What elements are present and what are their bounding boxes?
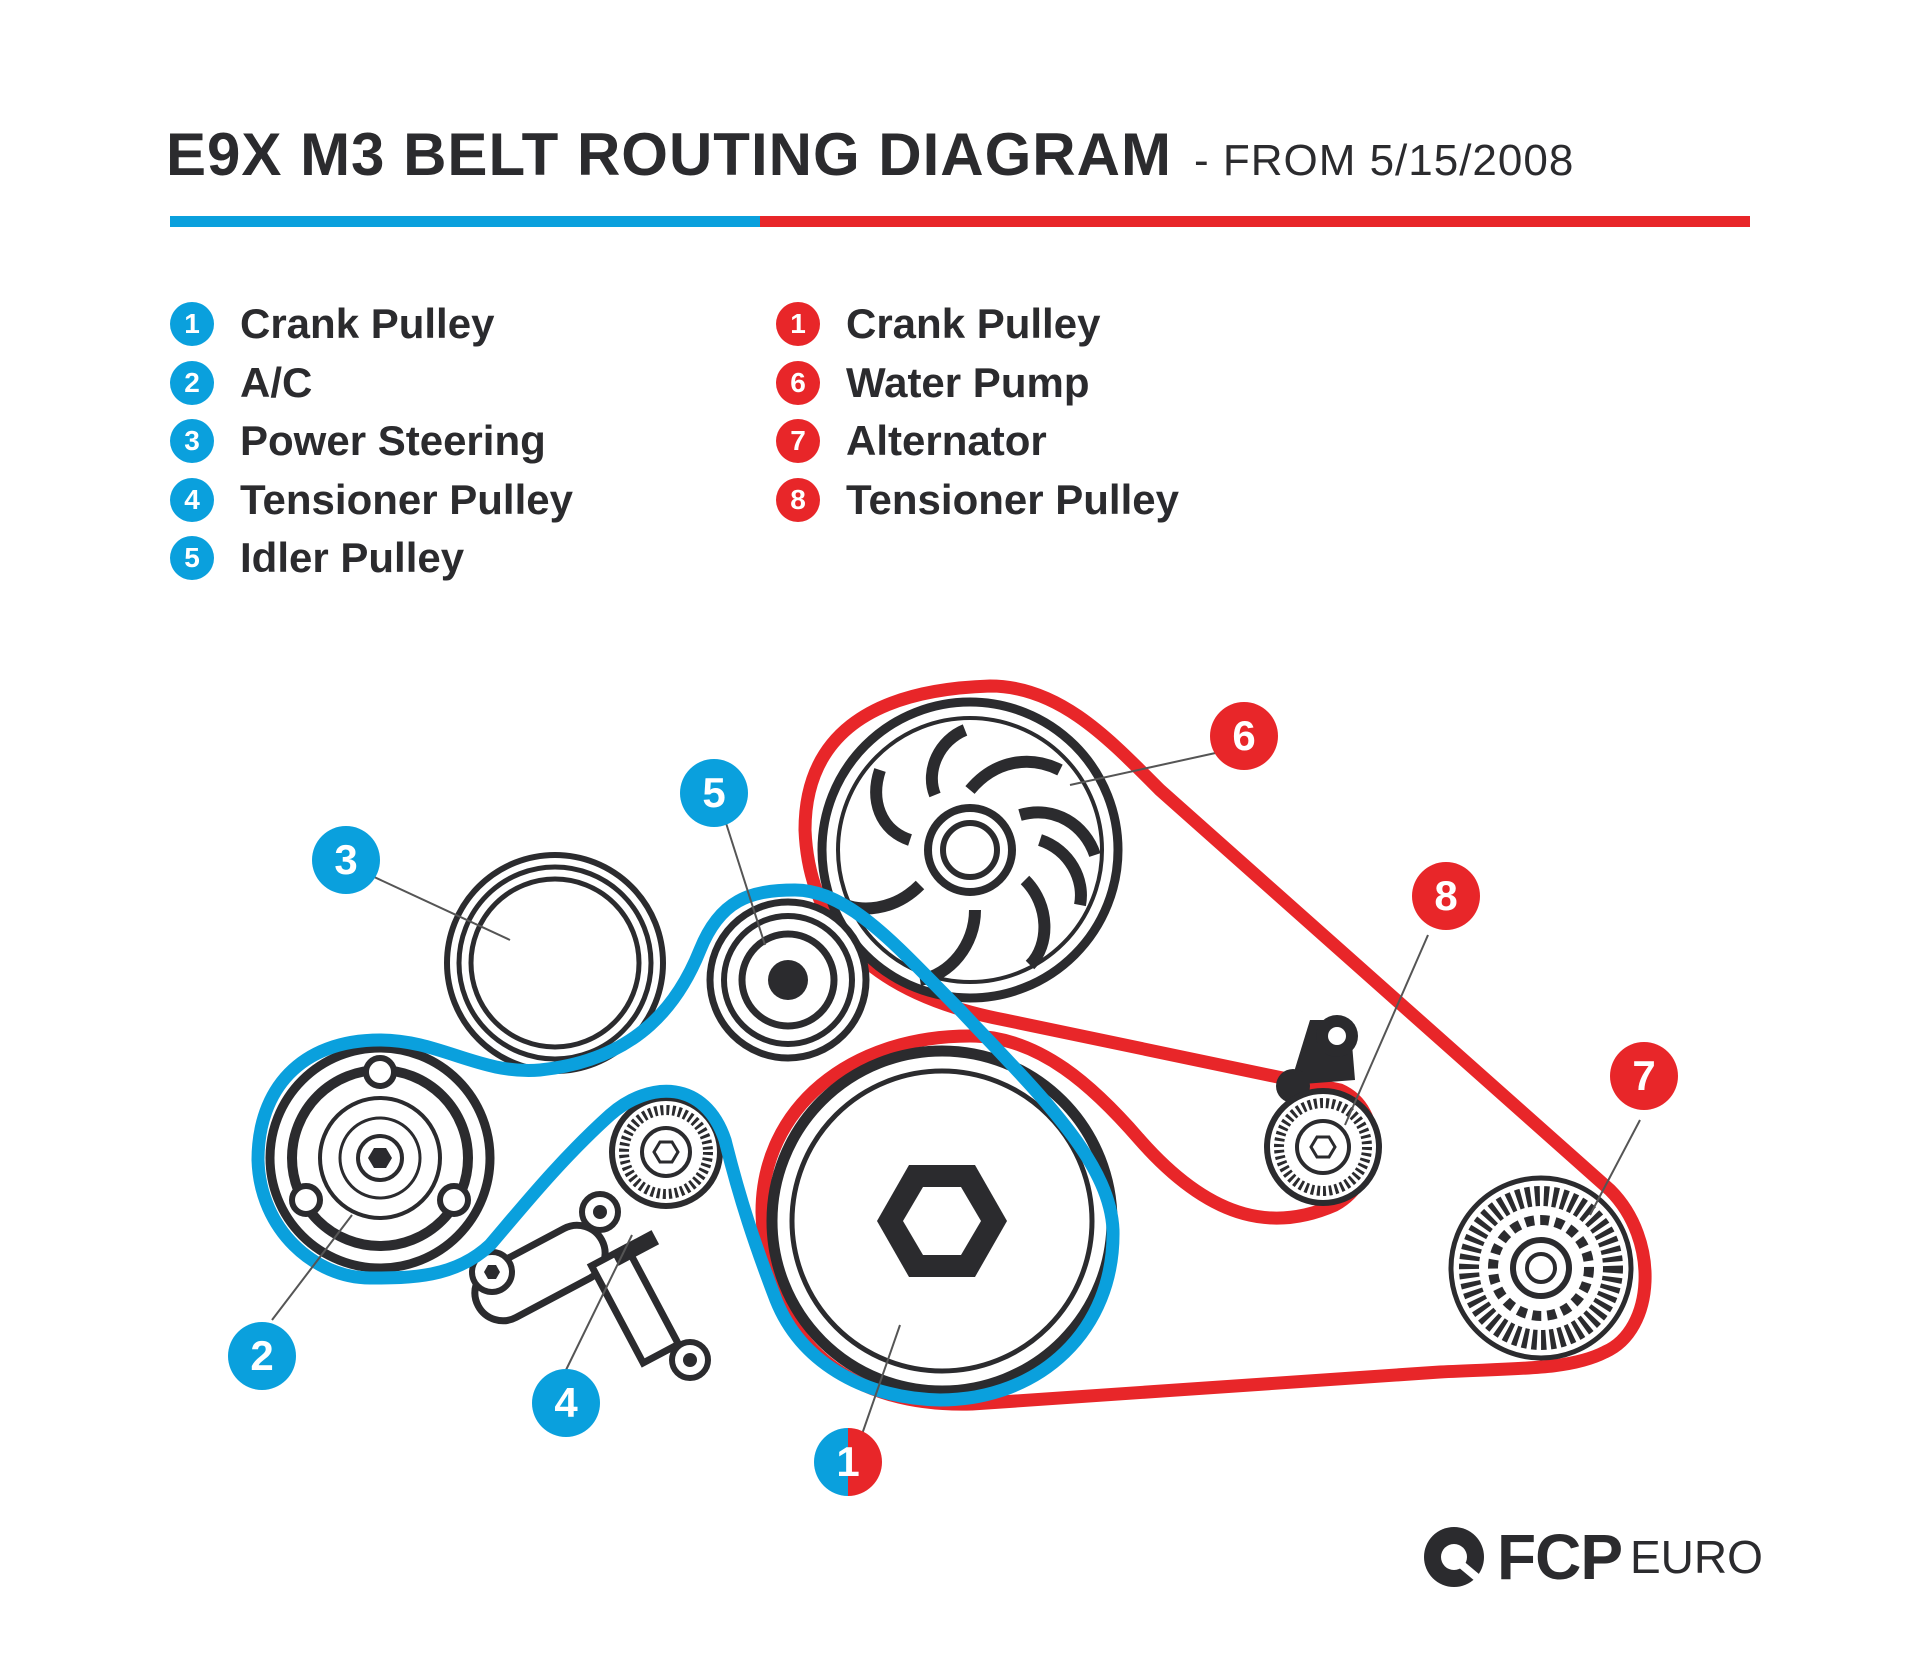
legend-badge: 4	[170, 477, 214, 522]
legend-label: Alternator	[846, 417, 1047, 465]
legend-label: Idler Pulley	[240, 534, 465, 582]
ac-compressor-pulley	[265, 1043, 495, 1273]
legend-item: 5 Idler Pulley	[170, 529, 573, 588]
blue-belt	[251, 883, 1120, 1407]
legend-blue-belt: 1 Crank Pulley 2 A/C 3 Power Steering 4 …	[170, 295, 573, 588]
legend-label: Tensioner Pulley	[240, 475, 573, 523]
impeller-vanes	[831, 724, 1101, 986]
legend-badge: 7	[776, 419, 820, 464]
red-belt	[755, 679, 1652, 1411]
diagram-title-row: E9X M3 BELT ROUTING DIAGRAM - FROM 5/15/…	[166, 120, 1574, 189]
callout-4: 4	[532, 1369, 600, 1437]
legend-item: 8 Tensioner Pulley	[776, 471, 1179, 530]
callout-4-label: 4	[554, 1379, 578, 1426]
legend-label: Crank Pulley	[240, 300, 495, 348]
callout-8: 8	[1412, 862, 1480, 930]
legend-label: Water Pump	[846, 358, 1090, 406]
title-rule-blue	[170, 216, 760, 227]
callout-6: 6	[1210, 702, 1278, 770]
legend-badge: 8	[776, 477, 820, 522]
legend-item: 2 A/C	[170, 354, 573, 413]
callout-7: 7	[1610, 1042, 1678, 1110]
crank-pulley	[766, 1045, 1118, 1397]
legend-label: A/C	[240, 358, 313, 406]
idler-pulley	[706, 898, 870, 1062]
fcp-euro-logo: FCP EURO	[1423, 1520, 1763, 1594]
callout-3: 3	[312, 826, 380, 894]
legend-item: 3 Power Steering	[170, 412, 573, 471]
legend-badge: 5	[170, 536, 214, 581]
fcp-euro-logo-icon	[1424, 1527, 1484, 1587]
water-pump-pulley	[817, 697, 1123, 1003]
legend-badge: 1	[170, 302, 214, 347]
legend-item: 1 Crank Pulley	[170, 295, 573, 354]
legend-label: Power Steering	[240, 417, 546, 465]
logo-brand: FCP	[1497, 1521, 1623, 1593]
red-tensioner-pulley	[1264, 1015, 1382, 1206]
legend-badge: 2	[170, 360, 214, 405]
legend-badge: 1	[776, 302, 820, 347]
title-rule-red	[760, 216, 1750, 227]
blue-tensioner-assembly	[469, 1095, 723, 1381]
callout-8-label: 8	[1434, 872, 1457, 919]
callout-2-label: 2	[250, 1332, 273, 1379]
diagram-title: E9X M3 BELT ROUTING DIAGRAM	[166, 121, 1172, 188]
power-steering-pulley	[444, 852, 666, 1074]
callout-6-label: 6	[1232, 712, 1255, 759]
legend-item: 4 Tensioner Pulley	[170, 471, 573, 530]
callout-1: 1	[814, 1428, 882, 1496]
diagram-subtitle: - FROM 5/15/2008	[1193, 136, 1575, 185]
alternator-pulley	[1448, 1175, 1634, 1361]
legend-label: Tensioner Pulley	[846, 475, 1179, 523]
legend-label: Crank Pulley	[846, 300, 1101, 348]
legend-badge: 6	[776, 360, 820, 405]
logo-suffix: EURO	[1630, 1531, 1763, 1583]
callout-5: 5	[680, 759, 748, 827]
legend-badge: 3	[170, 419, 214, 464]
callout-7-label: 7	[1632, 1052, 1655, 1099]
legend-item: 1 Crank Pulley	[776, 295, 1179, 354]
callout-3-label: 3	[334, 836, 357, 883]
callout-1-label: 1	[836, 1438, 859, 1485]
callout-leader-lines	[271, 751, 1641, 1441]
legend-item: 6 Water Pump	[776, 354, 1179, 413]
callout-5-label: 5	[702, 769, 725, 816]
callout-2: 2	[228, 1322, 296, 1390]
legend-red-belt: 1 Crank Pulley 6 Water Pump 7 Alternator…	[776, 295, 1179, 529]
legend-item: 7 Alternator	[776, 412, 1179, 471]
